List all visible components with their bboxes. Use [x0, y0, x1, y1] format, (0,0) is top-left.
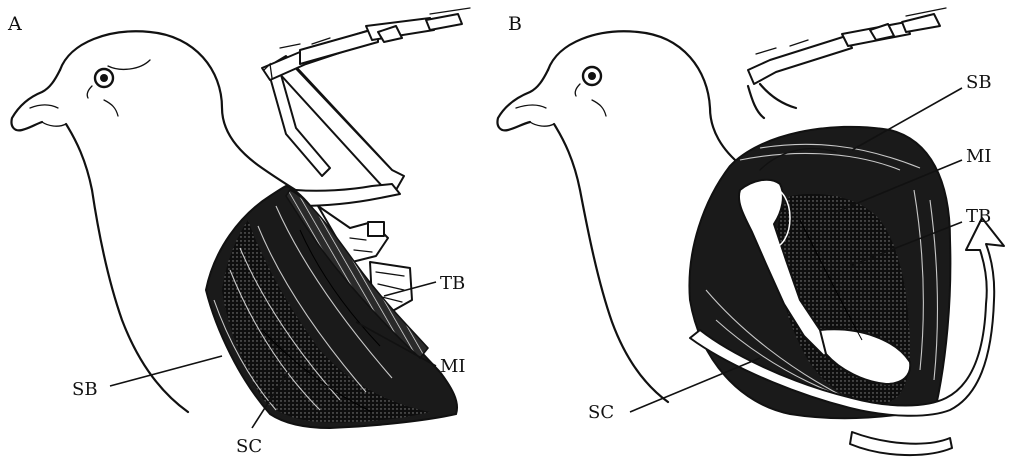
panel-a-label-sc: SC: [236, 436, 262, 457]
panel-b-muscle-mass: [689, 127, 950, 418]
panel-b-letter: B: [508, 13, 522, 35]
panel-a-label-mi: MI: [440, 356, 466, 377]
panel-b-wing-skeleton: [748, 8, 946, 118]
panel-b-label-sb: SB: [966, 72, 992, 93]
panel-b-label-mi: MI: [966, 146, 992, 167]
panel-a-wing-skeleton: [262, 8, 470, 206]
panel-a-label-sb: SB: [72, 379, 98, 400]
panel-a-letter: A: [7, 13, 22, 35]
panel-b-label-tb: TB: [966, 206, 991, 227]
panel-a-leader-sb: [110, 356, 222, 386]
panel-b-arrow-tail: [850, 432, 952, 455]
panel-a: A: [7, 8, 470, 457]
panel-b: B: [497, 8, 1004, 455]
panel-a-label-tb: TB: [440, 273, 465, 294]
panel-b-label-sc: SC: [588, 402, 614, 423]
